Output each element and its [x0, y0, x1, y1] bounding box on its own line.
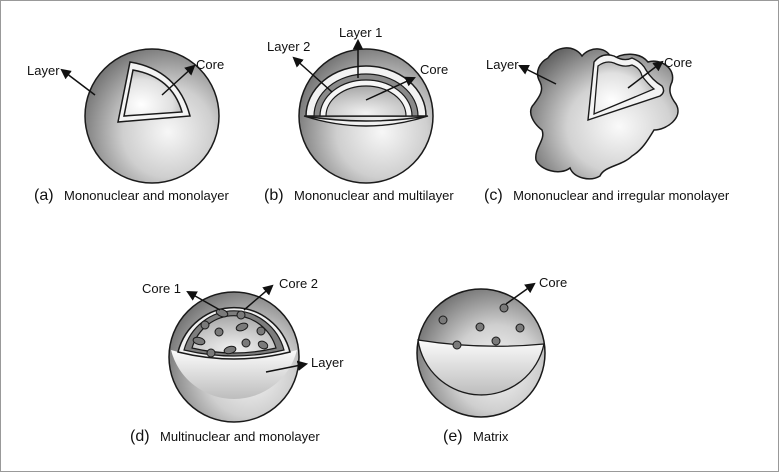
panel-c-caption-text: Mononuclear and irregular monolayer: [513, 188, 730, 203]
panel-d-caption-letter: (d): [130, 428, 150, 445]
panel-d-core-dot: [200, 320, 210, 330]
panel-b-layer2-arrow: [292, 56, 333, 93]
panel-d-core-dot: [214, 327, 224, 337]
panel-b-caption-letter: (b): [264, 187, 284, 204]
panel-d-core-dot: [235, 322, 249, 332]
panel-d: Core 1 Core 2 Layer (d) Multinuclear and…: [130, 276, 344, 445]
panel-c-core: [593, 61, 656, 116]
panel-b-caption: (b) Mononuclear and multilayer: [264, 187, 454, 204]
panel-e-core-arrow: [505, 282, 536, 305]
panel-c-core-arrow: [627, 60, 664, 89]
panel-e-core-dot: [515, 323, 525, 333]
panel-d-core-dot: [206, 348, 216, 358]
panel-a-layer-label: Layer: [27, 63, 60, 78]
panel-b-core: [325, 85, 407, 117]
panel-d-core-dot: [256, 326, 266, 336]
panel-b-cut-plane: [303, 115, 429, 127]
panel-d-core-dot: [223, 345, 237, 355]
panel-d-layer-arrow: [265, 360, 309, 373]
panel-d-core-dot: [192, 336, 206, 346]
panel-e-caption-text: Matrix: [473, 429, 509, 444]
panel-d-core-dot: [236, 310, 246, 320]
panel-d-lower-half: [171, 350, 297, 399]
panel-b-layer2-label: Layer 2: [267, 39, 310, 54]
panel-d-caption: (d) Multinuclear and monolayer: [130, 428, 320, 445]
panel-a-caption-letter: (a): [34, 187, 54, 204]
panel-e-lower-half: [417, 339, 545, 396]
panel-b-core-label: Core: [420, 62, 448, 77]
panel-c-core-label: Core: [664, 55, 692, 70]
panel-d-core2-arrow: [243, 284, 274, 311]
panel-e-caption-letter: (e): [443, 428, 463, 445]
panel-d-core1-arrow: [186, 290, 221, 311]
panel-c-layer-arrow: [518, 65, 557, 85]
panel-e-caption: (e) Matrix: [443, 428, 509, 445]
panel-e-core-dot: [491, 336, 501, 346]
panel-a-core-arrow: [161, 64, 196, 96]
panel-d-caption-text: Multinuclear and monolayer: [160, 429, 320, 444]
panel-b: Layer 2 Layer 1 Core (b) Mononuclear and…: [264, 25, 454, 204]
panel-a-caption-text: Mononuclear and monolayer: [64, 188, 229, 203]
panel-e-core-dot: [499, 303, 509, 313]
panel-e-core-dot: [452, 340, 462, 350]
panel-e-core-dot: [438, 315, 448, 325]
panel-d-core-dot: [215, 308, 229, 318]
panel-a: Layer Core (a) Mononuclear and monolayer: [27, 48, 229, 204]
panel-e: Core (e) Matrix: [416, 275, 567, 445]
panel-e-core-dot: [475, 322, 485, 332]
panel-d-core1-label: Core 1: [142, 281, 181, 296]
panel-c-caption-letter: (c): [484, 187, 503, 204]
panel-b-core-arrow: [365, 76, 416, 101]
panel-e-core-label: Core: [539, 275, 567, 290]
panel-c-layer-label: Layer: [486, 57, 519, 72]
panel-c: Layer Core (c) Mononuclear and irregular…: [484, 47, 730, 204]
panel-c-caption: (c) Mononuclear and irregular monolayer: [484, 187, 730, 204]
panel-d-cores: [192, 308, 269, 358]
panel-a-layer-arrow: [60, 68, 96, 96]
panel-b-layer1-label: Layer 1: [339, 25, 382, 40]
panel-d-core-dot: [241, 338, 251, 348]
panel-d-core2-label: Core 2: [279, 276, 318, 291]
panel-e-cores: [438, 303, 525, 350]
panel-b-caption-text: Mononuclear and multilayer: [294, 188, 454, 203]
panel-a-caption: (a) Mononuclear and monolayer: [34, 187, 229, 204]
panel-d-layer-label: Layer: [311, 355, 344, 370]
panel-a-core: [123, 69, 183, 117]
panel-a-core-label: Core: [196, 57, 224, 72]
panel-d-core-dot: [257, 340, 269, 350]
